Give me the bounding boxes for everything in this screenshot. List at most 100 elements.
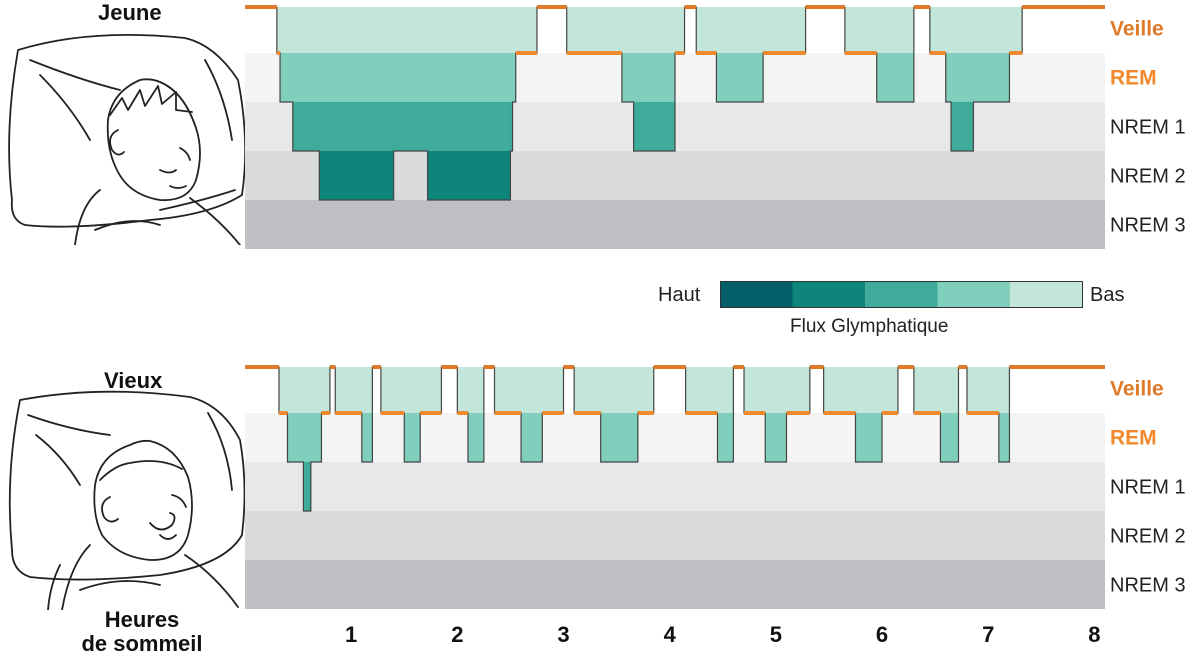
sleep-fill-8-1 <box>361 413 373 462</box>
sleep-fill-4-1 <box>310 413 322 462</box>
young-panel-title: Jeune <box>98 0 162 25</box>
sleep-fill-29-0 <box>765 367 787 413</box>
sleep-fill-25-2 <box>951 102 974 151</box>
sleep-fill-11-0 <box>566 7 623 53</box>
legend-border <box>720 281 1083 308</box>
sleep-fill-18-1 <box>521 413 543 462</box>
stage-band-4 <box>245 200 1105 249</box>
sleep-fill-6-3 <box>427 151 511 200</box>
x-tick-label-0: 1 <box>345 622 357 647</box>
sleep-fill-3-1 <box>303 413 312 462</box>
x-tick-label-3: 4 <box>664 622 677 647</box>
x-tick-label-2: 3 <box>557 622 569 647</box>
sleep-fill-4-2 <box>319 102 395 151</box>
legend-low-label: Bas <box>1090 284 1125 306</box>
sleep-fill-11-0 <box>404 367 421 413</box>
sleep-fill-17-0 <box>494 367 522 413</box>
young-sleeper-illustration <box>8 33 247 245</box>
sleep-fill-3-0 <box>303 367 312 413</box>
sleep-fill-3-2 <box>303 462 312 511</box>
sleep-fill-13-2 <box>633 102 676 151</box>
sleep-fill-8-0 <box>361 367 373 413</box>
sleep-fill-15-0 <box>467 367 485 413</box>
sleep-fill-33-0 <box>855 367 883 413</box>
sleep-fill-30-0 <box>786 367 811 413</box>
sleep-fill-17-1 <box>716 53 764 102</box>
sleep-fill-5-0 <box>393 7 429 53</box>
sleep-fill-2-0 <box>280 7 294 53</box>
sleep-fill-18-0 <box>521 367 543 413</box>
sleep-fill-23-0 <box>929 7 947 53</box>
stage-label-3: NREM 2 <box>1110 166 1186 188</box>
sleep-fill-4-3 <box>319 151 395 200</box>
sleep-fill-7-0 <box>335 367 363 413</box>
sleep-fill-33-1 <box>855 413 883 462</box>
sleep-fill-25-0 <box>951 7 974 53</box>
x-tick-label-1: 2 <box>451 622 463 647</box>
sleep-fill-27-0 <box>1009 7 1023 53</box>
sleep-fill-29-1 <box>765 413 787 462</box>
sleep-fill-28-0 <box>744 367 766 413</box>
sleep-fill-26-1 <box>717 413 734 462</box>
legend-swatch-3 <box>937 281 1010 308</box>
legend: Haut Bas Flux Glymphatique <box>640 276 1160 340</box>
sleep-fill-37-0 <box>940 367 959 413</box>
stage-band-3 <box>245 511 1105 560</box>
sleep-fill-37-1 <box>940 413 959 462</box>
x-axis-title-line2: de sommeil <box>81 631 203 656</box>
x-axis-title: Heures de sommeil <box>52 608 232 656</box>
sleep-fill-6-2 <box>427 102 511 151</box>
sleep-fill-21-0 <box>876 7 915 53</box>
sleep-fill-26-1 <box>973 53 1010 102</box>
stage-label-4: NREM 3 <box>1110 575 1186 597</box>
stage-label-0: Veille <box>1110 378 1164 401</box>
sleep-fill-4-0 <box>319 7 395 53</box>
sleep-fill-8-0 <box>512 7 517 53</box>
old-sleeper-illustration <box>8 390 246 610</box>
sleep-fill-4-0 <box>310 367 322 413</box>
sleep-fill-2-0 <box>287 367 304 413</box>
legend-swatch-2 <box>865 281 938 308</box>
sleep-fill-2-1 <box>280 53 294 102</box>
legend-swatch-1 <box>792 281 865 308</box>
sleep-fill-25-1 <box>951 53 974 102</box>
sleep-fill-20-0 <box>844 7 878 53</box>
hypnogram-outline <box>245 6 1105 201</box>
sleep-fill-16-0 <box>696 7 717 53</box>
sleep-fill-3-2 <box>292 102 320 151</box>
sleep-fill-36-0 <box>913 367 941 413</box>
sleep-fill-40-1 <box>998 413 1010 462</box>
legend-high-label: Haut <box>658 284 701 306</box>
sleep-fill-4-1 <box>319 53 395 102</box>
sleep-fill-39-0 <box>966 367 1000 413</box>
sleep-fill-12-0 <box>621 7 634 53</box>
sleep-fill-13-1 <box>633 53 676 102</box>
sleep-fill-12-1 <box>621 53 634 102</box>
sleep-fill-22-0 <box>600 367 639 413</box>
sleep-fill-19-0 <box>542 367 564 413</box>
sleep-fill-10-0 <box>380 367 405 413</box>
old-panel-title: Vieux <box>104 368 163 393</box>
sleep-fill-5-1 <box>393 53 429 102</box>
sleep-fill-21-0 <box>574 367 602 413</box>
sleep-fill-34-0 <box>882 367 899 413</box>
sleep-fill-23-0 <box>637 367 655 413</box>
sleep-fill-6-1 <box>427 53 511 102</box>
sleep-fill-26-0 <box>973 7 1010 53</box>
sleep-fill-7-0 <box>510 7 513 53</box>
sleep-fill-6-0 <box>427 7 511 53</box>
sleep-fill-14-0 <box>457 367 469 413</box>
sleep-fill-24-1 <box>945 53 952 102</box>
sleep-fill-11-1 <box>404 413 421 462</box>
sleep-fill-13-0 <box>633 7 676 53</box>
stage-label-1: REM <box>1110 427 1157 450</box>
stage-label-2: NREM 1 <box>1110 477 1186 499</box>
sleep-fill-12-0 <box>420 367 442 413</box>
sleep-fill-1-0 <box>276 7 281 53</box>
sleep-fill-26-0 <box>717 367 734 413</box>
sleep-fill-9-0 <box>515 7 538 53</box>
sleep-fill-1-0 <box>278 367 288 413</box>
stage-label-1: REM <box>1110 67 1157 90</box>
sleep-fill-25-0 <box>685 367 718 413</box>
